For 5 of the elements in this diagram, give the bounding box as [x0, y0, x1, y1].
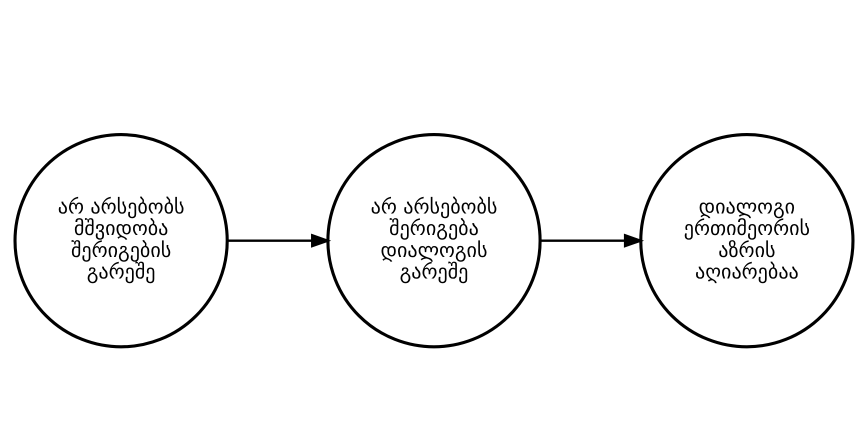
node-circle: არ არსებობს შერიგება დიალოგის გარეშე: [326, 132, 542, 348]
node-circle: არ არსებობს მშვიდობა შერიგების გარეშე: [13, 132, 229, 348]
node-circle: დიალოგი ერთიმეორის აზრის აღიარებაა: [639, 132, 855, 348]
arrow: [540, 233, 644, 248]
arrow: [228, 233, 332, 248]
